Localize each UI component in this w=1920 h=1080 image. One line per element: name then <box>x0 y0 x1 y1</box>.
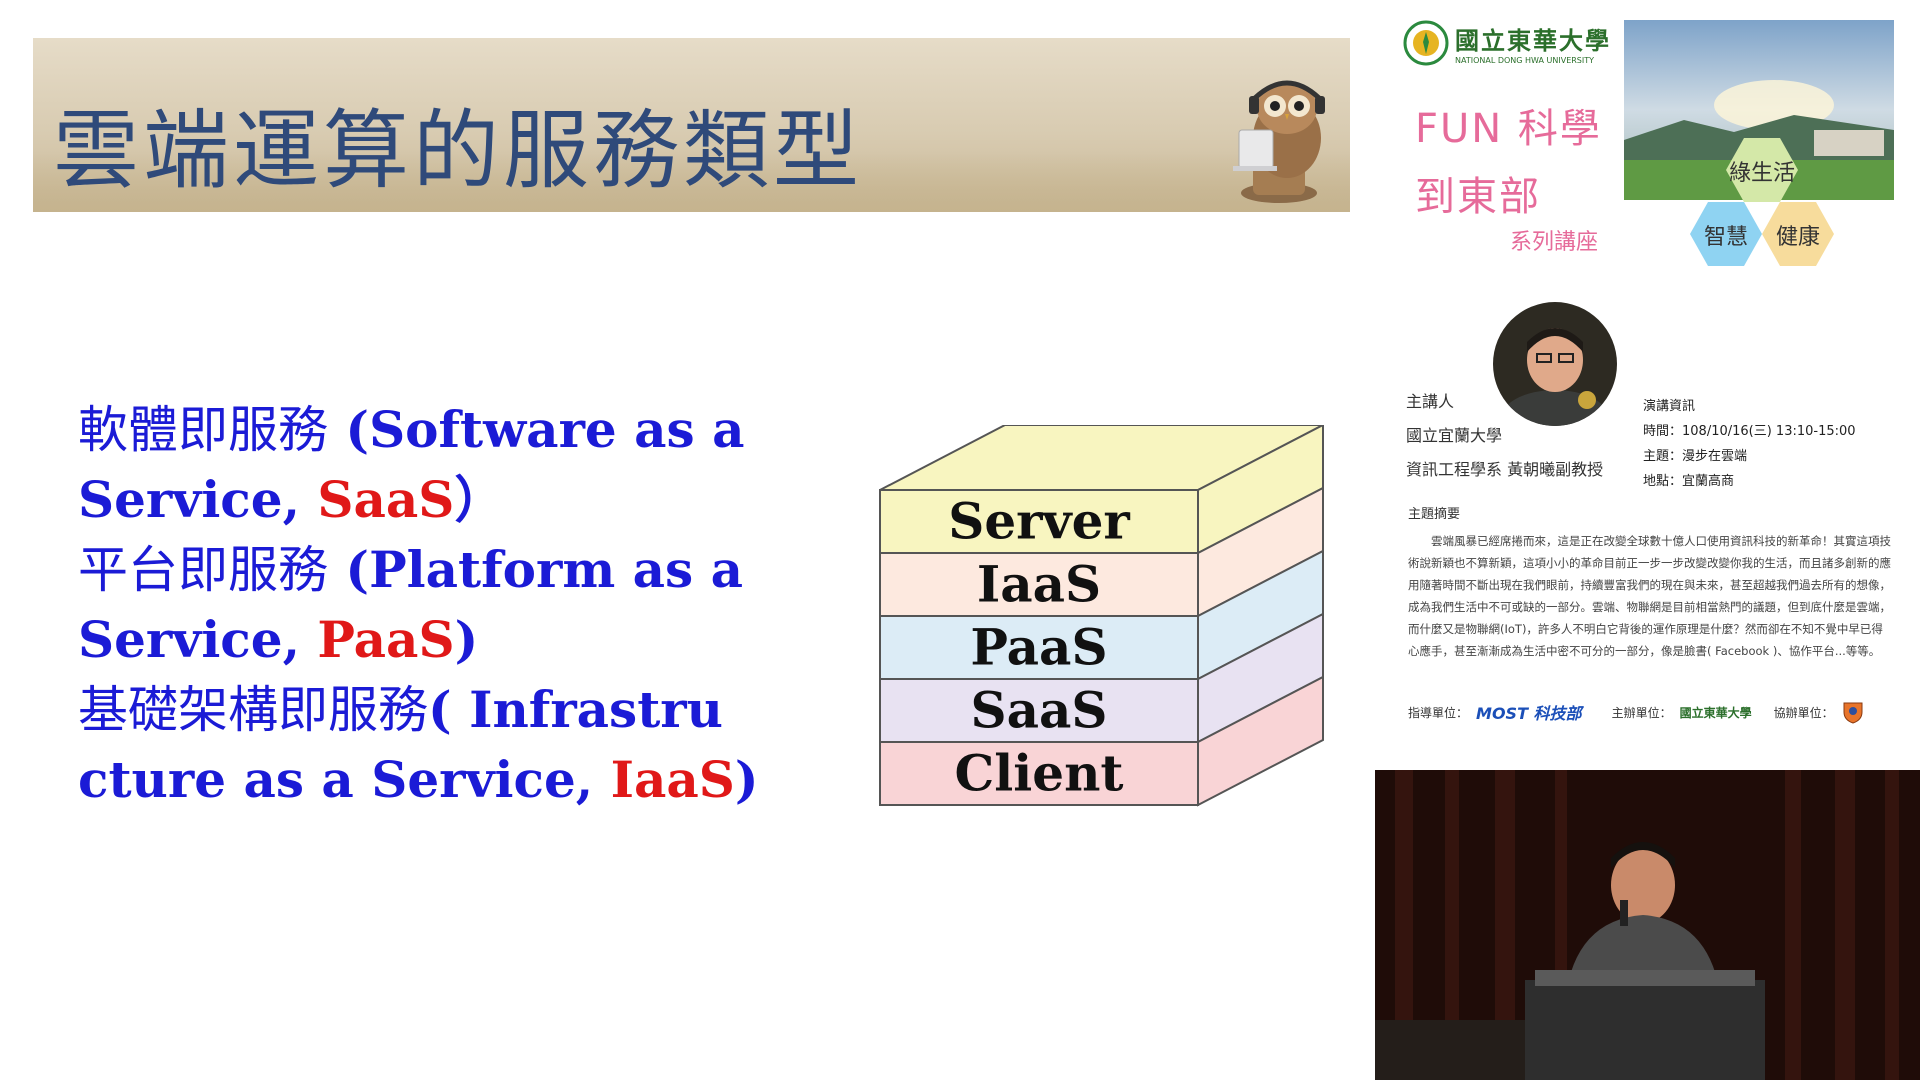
event-poster: 國立東華大學 NATIONAL DONG HWA UNIVERSITY FUN … <box>1373 0 1920 770</box>
iaas-line-1: 基礎架構即服務( Infrastru <box>78 675 798 745</box>
saas-en-1: (Software as a <box>328 400 745 459</box>
hex-label-health: 健康 <box>1776 225 1820 250</box>
slide-title: 雲端運算的服務類型 <box>53 101 863 201</box>
talk-place: 地點：宜蘭高商 <box>1643 474 1735 489</box>
layer-client <box>879 741 1199 806</box>
layer-iaas <box>879 552 1199 617</box>
iaas-en-1: ( Infrastru <box>428 680 723 739</box>
hex-green <box>1726 138 1798 202</box>
talk-topic: 主題：漫步在雲端 <box>1643 449 1748 464</box>
university-name-en: NATIONAL DONG HWA UNIVERSITY <box>1455 56 1595 65</box>
talk-info: 演講資訊 時間：108/10/16(三) 13:10-15:00 主題：漫步在雲… <box>1643 394 1856 494</box>
abstract-text: 雲端風暴已經席捲而來，這是正在改變全球數十億人口使用資訊科技的新革命！其實這項技… <box>1408 534 1891 658</box>
sponsor-guide-label: 指導單位： <box>1408 705 1469 720</box>
paas-tail: ) <box>454 610 479 669</box>
iaas-en-2: cture as a Service, <box>78 750 611 809</box>
hex-blue <box>1690 202 1762 266</box>
layer-server <box>879 489 1199 554</box>
saas-zh: 軟體即服務 <box>78 401 328 459</box>
paas-en-2: Service, <box>78 610 318 669</box>
paas-abbr: PaaS <box>317 610 455 669</box>
layer-label-server: Server <box>948 492 1130 551</box>
talk-info-heading: 演講資訊 <box>1643 399 1696 414</box>
hexagon-cluster: 綠生活 智慧 健康 <box>1690 138 1834 266</box>
poster-title-line2: 到東部 <box>1415 174 1541 220</box>
university-logo: 國立東華大學 NATIONAL DONG HWA UNIVERSITY <box>1403 20 1611 66</box>
layer-paas <box>879 615 1199 680</box>
saas-en-2: Service, <box>78 470 318 529</box>
paas-line-1: 平台即服務 (Platform as a <box>78 535 798 605</box>
co-organizer-emblem-icon <box>1843 702 1863 724</box>
abstract-heading: 主題摘要 <box>1408 507 1461 522</box>
university-name-zh: 國立東華大學 <box>1455 26 1611 55</box>
layer-label-paas: PaaS <box>970 618 1107 677</box>
paas-zh: 平台即服務 <box>78 541 328 599</box>
iaas-line-2: cture as a Service, IaaS) <box>78 745 798 815</box>
layer-label-client: Client <box>954 744 1123 803</box>
speaker-avatar <box>1493 302 1617 426</box>
talk-time: 時間：108/10/16(三) 13:10-15:00 <box>1643 424 1856 439</box>
university-seal-icon <box>1403 20 1449 66</box>
poster-title-line1: FUN 科學 <box>1415 106 1602 152</box>
hex-label-green-life: 綠生活 <box>1729 161 1795 186</box>
hex-yellow <box>1762 202 1834 266</box>
service-type-list: 軟體即服務 (Software as a Service, SaaS） 平台即服… <box>78 395 798 815</box>
layer-saas <box>879 678 1199 743</box>
saas-line-2: Service, SaaS） <box>78 465 798 535</box>
saas-tail: ） <box>454 470 505 529</box>
layer-label-saas: SaaS <box>970 681 1107 740</box>
speaker-role: 主講人 <box>1406 392 1455 411</box>
hex-label-smart: 智慧 <box>1704 225 1748 250</box>
paas-en-1: (Platform as a <box>328 540 744 599</box>
poster-series: 系列講座 <box>1510 230 1599 255</box>
iaas-zh: 基礎架構即服務 <box>78 681 428 739</box>
host-logo: 國立東華大學 <box>1679 705 1752 720</box>
saas-line-1: 軟體即服務 (Software as a <box>78 395 798 465</box>
sponsor-row: 指導單位： MOST 科技部 主辦單位： 國立東華大學 協辦單位： <box>1408 700 1864 724</box>
university-name: 國立東華大學 NATIONAL DONG HWA UNIVERSITY <box>1455 21 1611 65</box>
speaker-school: 國立宜蘭大學 <box>1406 426 1503 445</box>
iaas-abbr: IaaS <box>610 750 735 809</box>
speaker-dept: 資訊工程學系 黃朝曦副教授 <box>1406 460 1604 479</box>
saas-abbr: SaaS <box>317 470 455 529</box>
paas-line-2: Service, PaaS) <box>78 605 798 675</box>
layer-label-iaas: IaaS <box>977 555 1101 614</box>
owl-laptop-icon <box>1233 80 1325 203</box>
speaker-video <box>1375 770 1920 1080</box>
slide-title-banner: 雲端運算的服務類型 <box>33 38 1350 212</box>
most-logo: MOST 科技部 <box>1476 704 1582 723</box>
sponsor-host-label: 主辦單位： <box>1611 705 1672 720</box>
sponsor-co-label: 協辦單位： <box>1773 705 1834 720</box>
iaas-tail: ) <box>734 750 759 809</box>
